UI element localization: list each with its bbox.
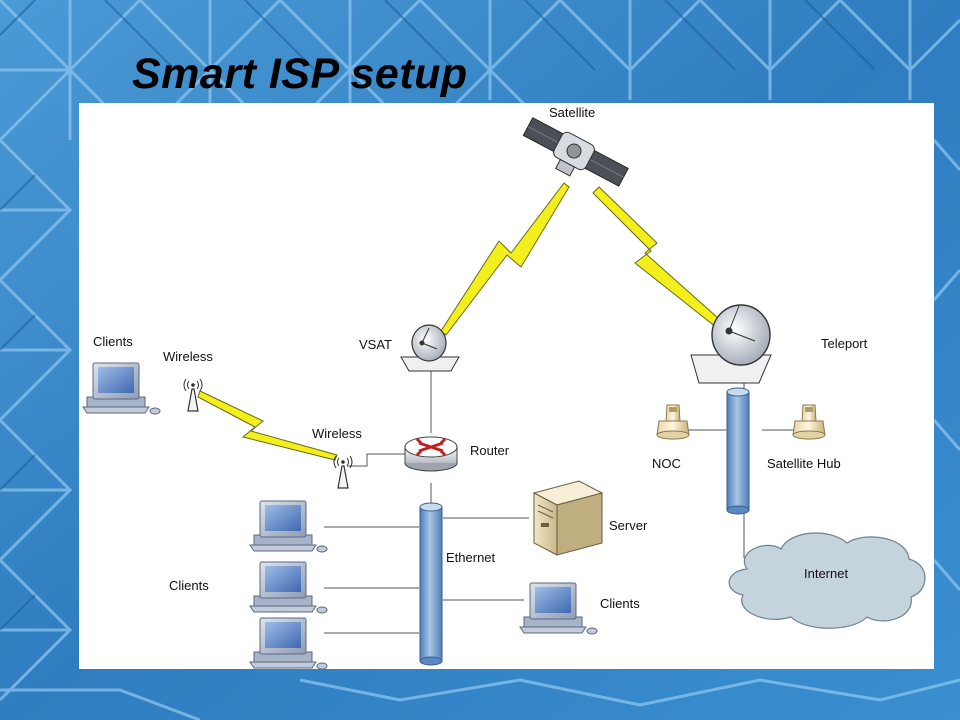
vsat-label: VSAT [359,337,392,352]
teleport-dish-icon [690,304,772,384]
server-label: Server [609,518,648,533]
client-computer-2 [249,561,328,614]
wireless-link-bolt [197,390,338,461]
wireless-antenna-right [333,455,353,489]
server-icon [532,480,604,556]
wireless-left-label: Wireless [163,349,213,364]
satellite-links [197,182,738,461]
noc-icon [656,404,690,440]
slide-title: Smart ISP setup [132,50,468,98]
router-icon [404,436,458,472]
clients-left-label: Clients [169,578,209,593]
internet-cloud [728,532,926,629]
client-computer-top-left [82,362,161,415]
teleport-label: Teleport [821,336,868,351]
teleport-backbone [726,387,750,515]
router-label: Router [470,443,510,458]
vsat-uplink-bolt [440,182,570,336]
clients-right-label: Clients [600,596,640,611]
satellite-icon [522,117,629,187]
connection-lines [324,371,804,634]
client-computer-3 [249,617,328,669]
satellite-label: Satellite [549,105,595,120]
satellite-hub-label: Satellite Hub [767,456,841,471]
vsat-dish-icon [400,324,460,372]
ethernet-backbone [419,502,443,666]
satellite-hub-icon [792,404,826,440]
clients-top-label: Clients [93,334,133,349]
noc-label: NOC [652,456,681,471]
network-diagram: Satellite VSAT Teleport Router Wireless … [79,103,934,669]
teleport-uplink-bolt [592,186,738,340]
wireless-right-label: Wireless [312,426,362,441]
internet-label: Internet [804,566,848,581]
ethernet-label: Ethernet [446,550,496,565]
client-computer-1 [249,500,328,553]
client-computer-right [519,582,598,635]
